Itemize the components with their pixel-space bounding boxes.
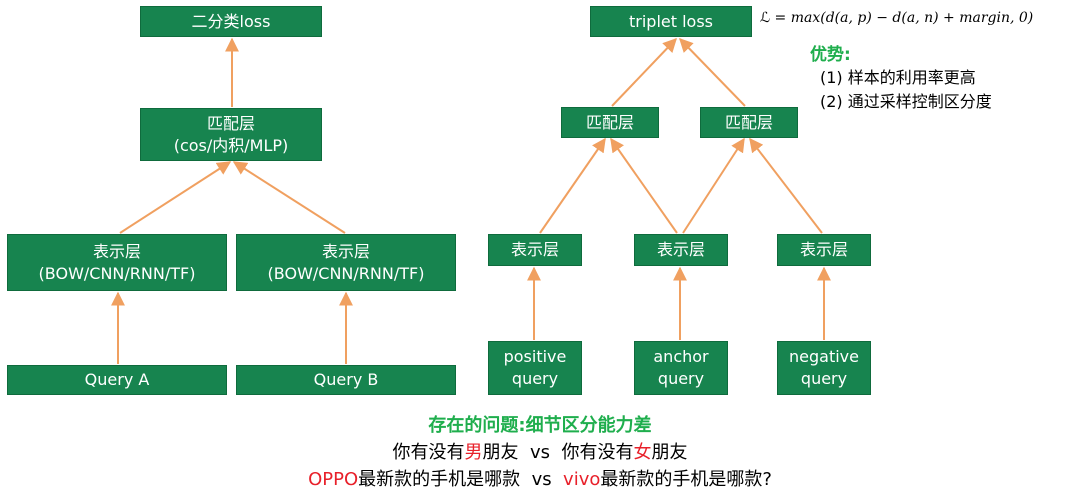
arrow-repr-a-to-match xyxy=(119,161,232,234)
triplet-loss-formula: ℒ = max(d(a, p) − d(a, n) + margin, 0) xyxy=(760,10,1033,26)
ex2-b-highlight: vivo xyxy=(563,469,601,490)
binary-loss-box: 二分类loss xyxy=(140,6,322,37)
repr-positive-label: 表示层 xyxy=(510,240,559,259)
match-layer-right-label: 匹配层 xyxy=(724,112,773,132)
repr-negative-label: 表示层 xyxy=(799,240,848,259)
advantages-title: 优势: xyxy=(810,45,851,65)
repr-layer-a-box: 表示层 (BOW/CNN/RNN/TF) xyxy=(7,234,227,291)
repr-anchor-label: 表示层 xyxy=(656,240,705,259)
ex1-b-pre: 你有没有 xyxy=(561,442,634,463)
ex2-a-highlight: OPPO xyxy=(308,469,359,490)
ex1-vs: vs xyxy=(529,442,551,463)
repr-layer-b-box: 表示层 (BOW/CNN/RNN/TF) xyxy=(236,234,456,291)
triplet-loss-label: triplet loss xyxy=(628,11,713,31)
negative-query-line2: query xyxy=(800,369,848,388)
match-layer-right-box: 匹配层 xyxy=(700,107,798,138)
repr-layer-b-label: 表示层 xyxy=(321,241,370,261)
advantage-item-2: (2) 通过采样控制区分度 xyxy=(820,92,992,111)
anchor-query-box: anchor query xyxy=(634,341,728,395)
repr-negative-box: 表示层 xyxy=(777,234,871,266)
positive-query-line1: positive xyxy=(503,347,567,366)
arrow-anchor-to-match-right xyxy=(682,137,745,234)
positive-query-box: positive query xyxy=(488,341,582,395)
query-b-box: Query B xyxy=(236,365,456,395)
repr-layer-a-sub: (BOW/CNN/RNN/TF) xyxy=(38,263,196,283)
anchor-query-line1: anchor xyxy=(653,347,709,366)
triplet-loss-box: triplet loss xyxy=(590,6,752,37)
query-a-label: Query A xyxy=(84,370,150,389)
positive-query-line2: query xyxy=(511,369,559,388)
arrow-repr-b-to-match xyxy=(232,161,346,234)
ex1-a-pre: 你有没有 xyxy=(392,442,465,463)
match-layer-box: 匹配层 (cos/内积/MLP) xyxy=(140,108,322,161)
ex1-b-post: 朋友 xyxy=(651,442,688,463)
arrow-anchor-to-match-left xyxy=(610,137,678,234)
formula-lhs: ℒ = xyxy=(760,10,791,26)
query-b-label: Query B xyxy=(313,370,379,389)
arrow-match-right-to-loss xyxy=(679,37,746,107)
repr-layer-b-sub: (BOW/CNN/RNN/TF) xyxy=(267,263,425,283)
ex2-a-post: 最新款的手机是哪款 xyxy=(358,469,521,490)
ex2-b-post: 最新款的手机是哪款? xyxy=(600,469,772,490)
formula-body: max(d(a, p) − d(a, n) + margin, 0) xyxy=(790,10,1034,26)
example-line-2: OPPO最新款的手机是哪款 vs vivo最新款的手机是哪款? xyxy=(0,465,1080,491)
negative-query-line1: negative xyxy=(789,347,859,366)
match-layer-left-box: 匹配层 xyxy=(561,107,659,138)
repr-layer-a-label: 表示层 xyxy=(92,241,141,261)
arrow-neg-to-match-right xyxy=(749,137,823,234)
negative-query-box: negative query xyxy=(777,341,871,395)
binary-loss-label: 二分类loss xyxy=(191,11,271,31)
ex1-a-post: 朋友 xyxy=(482,442,519,463)
ex1-a-highlight: 男 xyxy=(464,442,483,463)
problem-title: 存在的问题:细节区分能力差 xyxy=(428,415,652,436)
arrow-match-left-to-loss xyxy=(611,37,677,107)
match-layer-label: 匹配层 xyxy=(206,113,255,133)
repr-positive-box: 表示层 xyxy=(488,234,582,266)
match-layer-sub: (cos/内积/MLP) xyxy=(173,135,289,155)
example-line-1: 你有没有男朋友 vs 你有没有女朋友 xyxy=(0,438,1080,464)
ex2-vs: vs xyxy=(531,469,552,490)
query-a-box: Query A xyxy=(7,365,227,395)
arrow-pos-to-match-left xyxy=(539,137,606,234)
ex1-b-highlight: 女 xyxy=(633,442,652,463)
match-layer-left-label: 匹配层 xyxy=(585,112,634,132)
repr-anchor-box: 表示层 xyxy=(634,234,728,266)
advantage-item-1: (1) 样本的利用率更高 xyxy=(820,68,976,87)
anchor-query-line2: query xyxy=(657,369,705,388)
